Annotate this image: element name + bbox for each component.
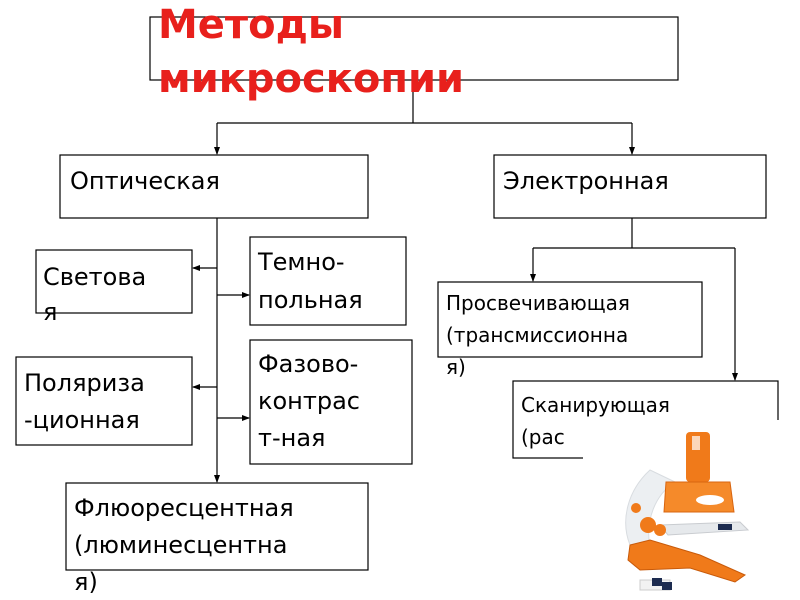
light-label-2: я (43, 298, 57, 326)
title-line-1: Методы (158, 2, 344, 48)
electron-box: Электронная (493, 154, 767, 219)
polarization-label-1: Поляриза (24, 369, 145, 397)
light-label-1: Светова (43, 263, 146, 291)
phase-box: Фазово- контрас т-ная (249, 339, 413, 465)
title-box: Методы микроскопии (149, 2, 679, 102)
optical-box: Оптическая (59, 154, 369, 219)
transmission-label-3: я) (446, 355, 466, 379)
darkfield-label-2: польная (258, 286, 363, 314)
transmission-label-2: (трансмиссионна (446, 323, 628, 347)
fluorescence-box: Флюоресцентная (люминесцентна я) (65, 482, 369, 596)
transmission-label-1: Просвечивающая (446, 291, 630, 315)
transmission-box: Просвечивающая (трансмиссионна я) (437, 281, 703, 379)
fluorescence-label-2: (люминесцентна (74, 531, 287, 559)
title-line-2: микроскопии (158, 56, 464, 102)
polarization-label-2: -ционная (24, 406, 140, 434)
scanning-label-2: (рас (521, 425, 565, 449)
darkfield-box: Темно- польная (249, 236, 407, 326)
scanning-label-1: Сканирующая (521, 393, 670, 417)
light-box: Светова я (35, 249, 193, 326)
optical-label: Оптическая (70, 167, 220, 195)
darkfield-label-1: Темно- (257, 248, 345, 276)
polarization-box: Поляриза -ционная (15, 356, 193, 446)
fluorescence-label-3: я) (74, 568, 98, 596)
electron-label: Электронная (503, 167, 669, 195)
phase-label-1: Фазово- (258, 350, 358, 378)
fluorescence-label-1: Флюоресцентная (74, 494, 294, 522)
phase-label-3: т-ная (258, 424, 325, 452)
phase-label-2: контрас (258, 387, 360, 415)
microscope-image (583, 420, 800, 600)
connectors (192, 80, 738, 483)
